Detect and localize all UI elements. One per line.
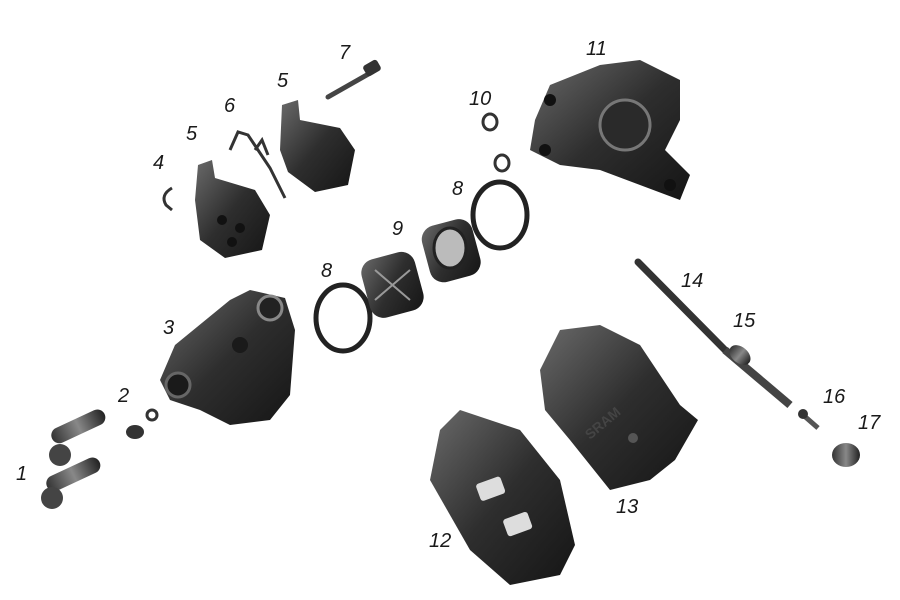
- label-3: 3: [163, 317, 174, 339]
- label-1: 1: [16, 463, 27, 485]
- label-10: 10: [469, 88, 491, 110]
- part-10-orings: [481, 112, 499, 132]
- part-8-seal-left: [313, 282, 373, 354]
- label-15: 15: [733, 310, 756, 332]
- label-5b: 5: [277, 70, 289, 92]
- label-12: 12: [429, 530, 451, 552]
- part-6-pad-spring: [228, 130, 287, 199]
- label-7: 7: [339, 42, 351, 64]
- part-15-barb-olive: [722, 345, 793, 409]
- label-11: 11: [586, 38, 607, 60]
- label-2: 2: [117, 385, 129, 407]
- part-8-seal-right: [470, 179, 530, 251]
- part-7-pad-pin: [325, 59, 381, 100]
- part-16-bleed-screw: [798, 409, 820, 430]
- label-4: 4: [153, 152, 164, 174]
- part-5-brake-pads: [195, 100, 355, 258]
- label-16: 16: [823, 386, 846, 408]
- label-8b: 8: [452, 178, 463, 200]
- part-9-pistons: [361, 219, 481, 318]
- part-14-hose: [634, 258, 729, 354]
- label-13: 13: [616, 496, 638, 518]
- part-4-clip: [162, 186, 173, 212]
- part-17-cap: [832, 443, 860, 467]
- part-10-oring-lower: [493, 153, 511, 173]
- part-12-shield: [430, 410, 575, 585]
- label-8a: 8: [321, 260, 332, 282]
- part-13-cover: SRAM: [540, 325, 698, 490]
- part-3-caliper-body: [160, 290, 295, 425]
- part-11-caliper-outer: [530, 60, 690, 200]
- label-17: 17: [858, 412, 881, 434]
- label-14: 14: [681, 270, 703, 292]
- label-5a: 5: [186, 123, 198, 145]
- label-6: 6: [224, 95, 236, 117]
- part-2-fitting: [126, 408, 159, 439]
- label-9: 9: [392, 218, 403, 240]
- part-1-bolts: [41, 409, 106, 509]
